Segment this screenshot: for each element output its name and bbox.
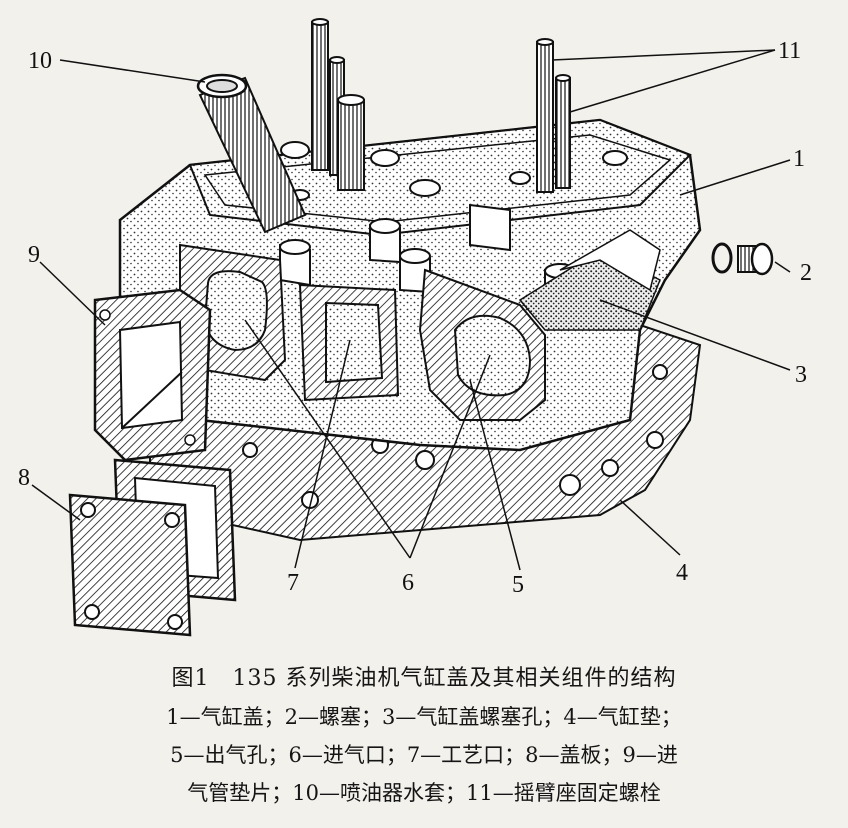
figure-caption: 图1 135 系列柴油机气缸盖及其相关组件的结构 1—气缸盖；2—螺塞；3—气缸… (0, 660, 848, 812)
callout-5: 5 (512, 572, 524, 598)
injector-water-sleeve (196, 73, 307, 234)
callout-2: 2 (800, 260, 812, 286)
callout-labels: 10 11 1 2 3 4 5 6 7 8 9 (18, 38, 812, 598)
callout-1: 1 (793, 146, 805, 172)
callout-11: 11 (778, 38, 801, 64)
caption-legend-line-2: 5—出气孔；6—进气口；7—工艺口；8—盖板；9—进 (170, 743, 678, 767)
cover-plate (68, 458, 237, 637)
rocker-bracket-bolts (311, 18, 571, 193)
intake-manifold-gasket (93, 288, 212, 462)
screw-plug (711, 242, 774, 276)
callout-7: 7 (287, 570, 299, 596)
callout-8: 8 (18, 465, 30, 491)
caption-legend-line-3: 气管垫片；10—喷油器水套；11—摇臂座固定螺栓 (187, 781, 661, 805)
caption-title: 图1 135 系列柴油机气缸盖及其相关组件的结构 (171, 666, 677, 691)
leader-lines (31, 49, 791, 571)
callout-10: 10 (28, 48, 52, 74)
callout-6: 6 (402, 570, 414, 596)
cylinder-head-diagram: 10 11 1 2 3 4 5 6 7 8 9 (18, 18, 812, 637)
callout-3: 3 (795, 362, 807, 388)
callout-4: 4 (676, 560, 688, 586)
caption-legend-line-1: 1—气缸盖；2—螺塞；3—气缸盖螺塞孔；4—气缸垫； (166, 705, 682, 729)
callout-9: 9 (28, 242, 40, 268)
